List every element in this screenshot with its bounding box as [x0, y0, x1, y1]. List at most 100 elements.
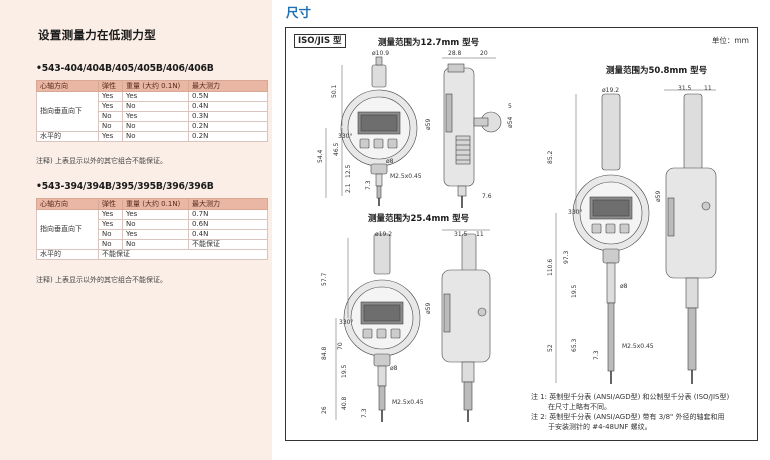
table-cell: 不能保证 [98, 249, 268, 260]
column-header: 最大测力 [188, 198, 268, 210]
dim-label: 97.3 [563, 250, 570, 264]
dim-label: 330° [338, 133, 352, 140]
table-cell: No [122, 131, 189, 142]
dim-label: 85.2 [547, 150, 554, 164]
dim-label: ø19.2 [602, 87, 619, 94]
dim-label: M2.5x0.45 [622, 343, 654, 350]
dim-label: 52 [547, 344, 554, 352]
column-header: 心轴方向 [36, 198, 99, 210]
footnote-2-cont: 于安装测针的 #4-48UNF 螺纹。 [548, 423, 652, 431]
dim-label: 28.8 [448, 50, 462, 57]
dim-label: 31.5 [678, 85, 692, 92]
table-cell: No [122, 219, 189, 230]
table-row: 水平的 不能保证 [36, 249, 268, 260]
table-cell: 0.4N [188, 229, 268, 240]
dim-label: 11 [704, 85, 712, 92]
column-header: 最大测力 [188, 80, 268, 92]
dim-label: M2.5x0.45 [390, 173, 422, 180]
column-header: 重量 (大约 0.1N) [122, 80, 189, 92]
model-heading: •543-404/404B/405/405B/406/406B [36, 63, 214, 74]
dimension-drawings-svg: ø10.9 28.8 20 50.1 ø59 5 ø54 330° ø8 54.… [317, 50, 717, 422]
dimensions-heading: 尺寸 [286, 5, 312, 20]
table-cell: 0.3N [188, 111, 268, 122]
dim-label: 70 [337, 342, 344, 350]
dim-label: 57.7 [321, 272, 328, 286]
dim-label: 110.6 [547, 259, 554, 276]
table-cell: Yes [122, 91, 189, 102]
table-cell: 0.4N [188, 101, 268, 112]
footnote-2: 注 2: 英制型千分表 (ANSI/AGD型) 带有 3/8" 外径的轴套和用 [531, 413, 725, 421]
dim-label: 11 [476, 231, 484, 238]
measuring-force-table: 心轴方向 弹性 重量 (大约 0.1N) 最大测力 指向垂直向下 Yes Yes… [36, 198, 268, 260]
table-cell: No [122, 101, 189, 112]
dim-label: 40.8 [341, 396, 348, 410]
footnote-1-cont: 在尺寸上略有不同。 [548, 403, 611, 411]
model-heading: •543-394/394B/395/395B/396/396B [36, 181, 214, 192]
table-row: 水平的 Yes No 0.2N [36, 131, 268, 142]
dim-label: 84.8 [321, 346, 328, 360]
dim-label: M2.5x0.45 [392, 399, 424, 406]
table-header-row: 心轴方向 弹性 重量 (大约 0.1N) 最大测力 [36, 80, 268, 92]
column-header: 弹性 [98, 80, 123, 92]
table-cell: 0.7N [188, 209, 268, 220]
dim-label: 5 [508, 103, 512, 110]
column-header: 重量 (大约 0.1N) [122, 198, 189, 210]
table-cell: 水平的 [36, 249, 99, 260]
table-row: Yes No 0.4N [37, 101, 268, 112]
dim-label: 31.5 [454, 231, 468, 238]
dim-label: ø8 [620, 283, 628, 290]
table-cell: No [98, 121, 123, 132]
table-cell: 0.5N [188, 91, 268, 102]
dim-label: 330° [568, 209, 582, 216]
drawing-title-50-8: 测量范围为50.8mm 型号 [606, 66, 708, 76]
table-cell: Yes [98, 91, 123, 102]
dim-label: ø19.2 [375, 231, 392, 238]
column-header: 心轴方向 [36, 80, 99, 92]
table-cell: No [122, 121, 189, 132]
gauge-side-25-4 [441, 233, 491, 422]
table-row: 指向垂直向下 Yes Yes 0.7N [36, 209, 268, 250]
table-note: 注释) 上表显示以外的其它组合不能保证。 [36, 276, 167, 284]
table-cell: 指向垂直向下 [36, 91, 99, 132]
dim-label: 7.6 [482, 193, 492, 200]
table-cell: Yes [98, 131, 123, 142]
dim-label: ø59 [655, 191, 662, 202]
dim-label: 12.5 [345, 164, 352, 178]
gauge-front-25-4 [343, 233, 421, 422]
dim-label: 26 [321, 406, 328, 414]
section-title: 设置测量力在低测力型 [38, 28, 156, 42]
dim-label: 7.3 [593, 350, 600, 360]
table-cell: Yes [122, 209, 189, 220]
table-cell: Yes [98, 101, 123, 112]
dim-label: 7.3 [365, 180, 372, 190]
dim-label: 46.5 [333, 142, 340, 156]
table-cell: 水平的 [36, 131, 99, 142]
table-cell: 0.2N [188, 131, 268, 142]
dim-label: 19.5 [341, 364, 348, 378]
dim-label: ø10.9 [372, 50, 389, 57]
footnote-1: 注 1: 英制型千分表 (ANSI/AGD型) 和公制型千分表 (ISO/JIS… [531, 393, 730, 401]
table-cell: 不能保证 [188, 239, 268, 250]
dim-label: 19.5 [571, 284, 578, 298]
gauge-front-50-8 [572, 93, 650, 384]
dim-label: ø8 [390, 365, 398, 372]
dim-label: 330° [339, 319, 353, 326]
dim-label: ø54 [507, 117, 514, 128]
table-cell: Yes [98, 209, 123, 220]
dim-label: ø8 [386, 158, 394, 165]
dim-label: 7.3 [361, 408, 368, 418]
table-row: 指向垂直向下 Yes Yes 0.5N [36, 91, 268, 132]
dim-label: ø59 [425, 119, 432, 130]
dim-label: 65.3 [571, 338, 578, 352]
table-cell: Yes [122, 111, 189, 122]
unit-label: 单位：mm [711, 36, 749, 45]
table-cell: No [98, 111, 123, 122]
gauge-side-12-7 [443, 63, 502, 208]
table-note: 注释) 上表显示以外的其它组合不能保证。 [36, 157, 167, 165]
dim-label: 50.1 [331, 84, 338, 98]
drawing-title-12-7: 测量范围为12.7mm 型号 [378, 38, 480, 48]
dimension-drawing-frame: ISO/JIS 型 单位：mm 测量范围为12.7mm 型号 测量范围为50.8… [285, 27, 758, 441]
column-header: 弹性 [98, 198, 123, 210]
measuring-force-table: 心轴方向 弹性 重量 (大约 0.1N) 最大测力 指向垂直向下 Yes Yes… [36, 80, 268, 142]
table-cell: 0.6N [188, 219, 268, 230]
